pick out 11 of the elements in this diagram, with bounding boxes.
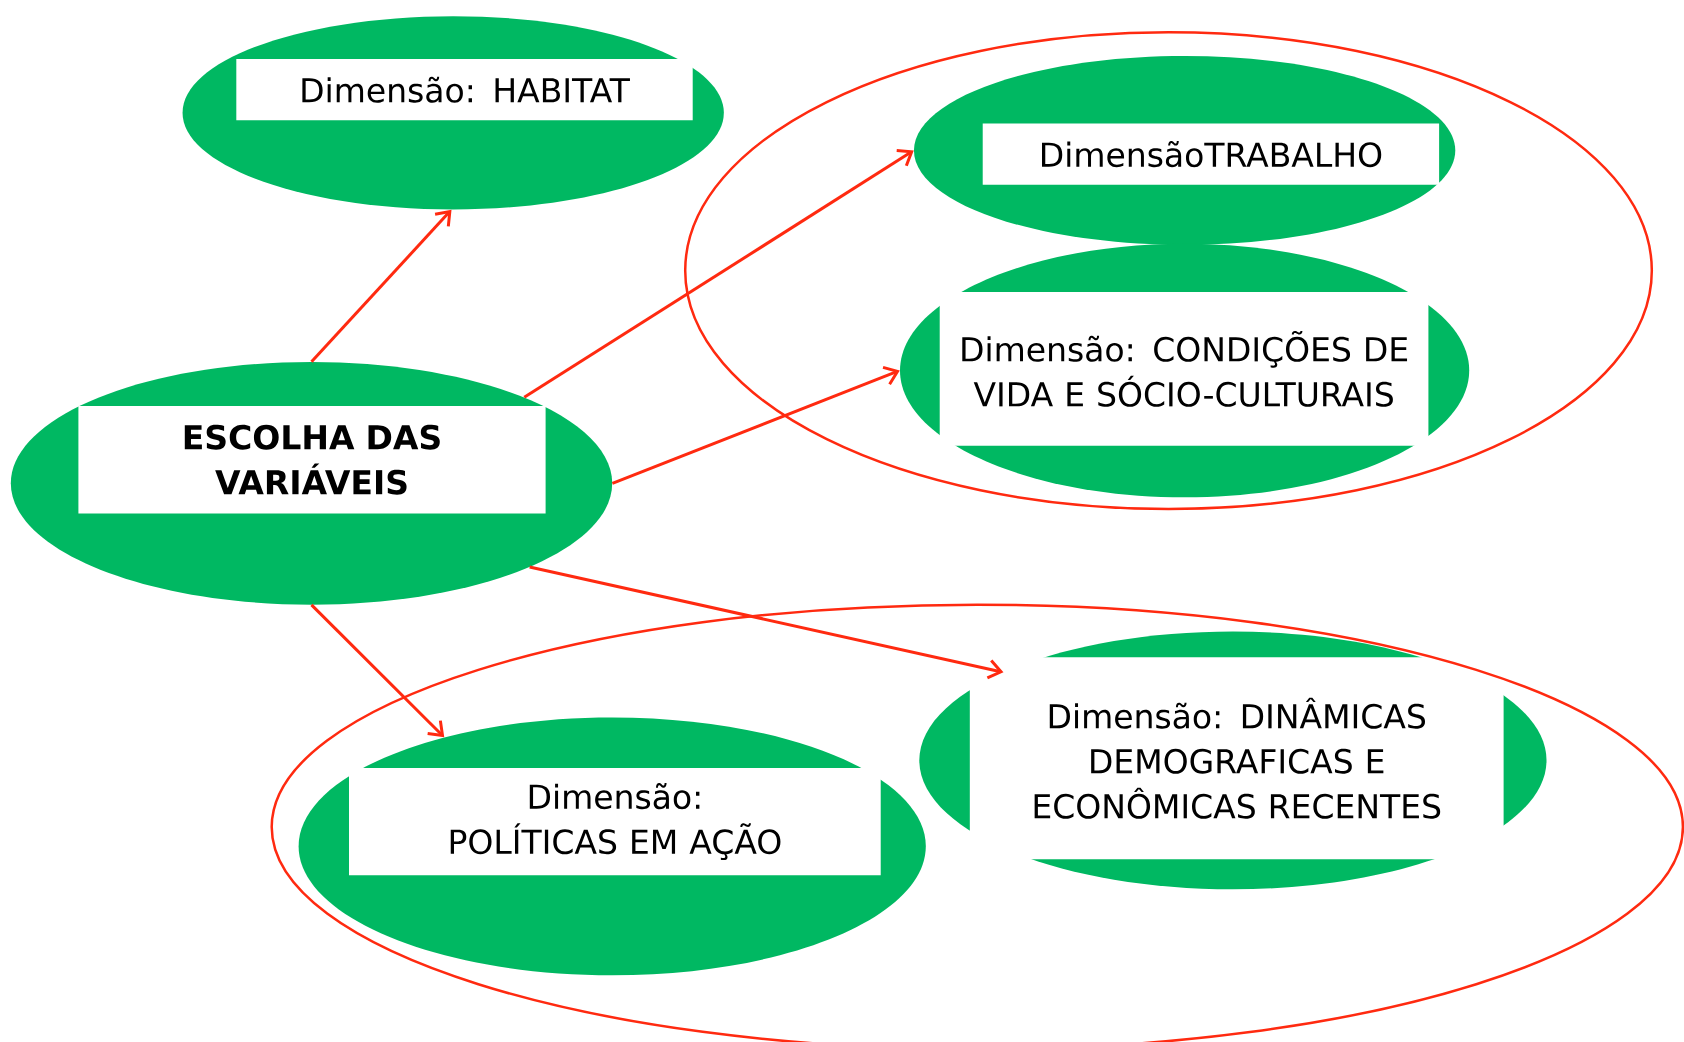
ellipse-node: ESCOLHA DAS VARIÁVEIS (10, 361, 613, 605)
ellipse-node: DimensãoTRABALHO (913, 55, 1456, 245)
arrow (523, 149, 914, 399)
ellipse-node: Dimensão: DINÂMICAS DEMOGRAFICAS E ECONÔMICAS RECENTES (919, 631, 1547, 890)
ellipse-node: Dimensão: CONDIÇÕES DE VIDA E SÓCIO-CULTURAIS (900, 243, 1470, 498)
ellipse-node: Dimensão: HABITAT (182, 16, 724, 210)
ellipse-node: Dimensão: POLÍTICAS EM AÇÃO (298, 717, 926, 976)
arrow (529, 565, 1004, 680)
arrow (310, 603, 445, 738)
arrow (310, 209, 452, 363)
arrow (611, 366, 900, 485)
